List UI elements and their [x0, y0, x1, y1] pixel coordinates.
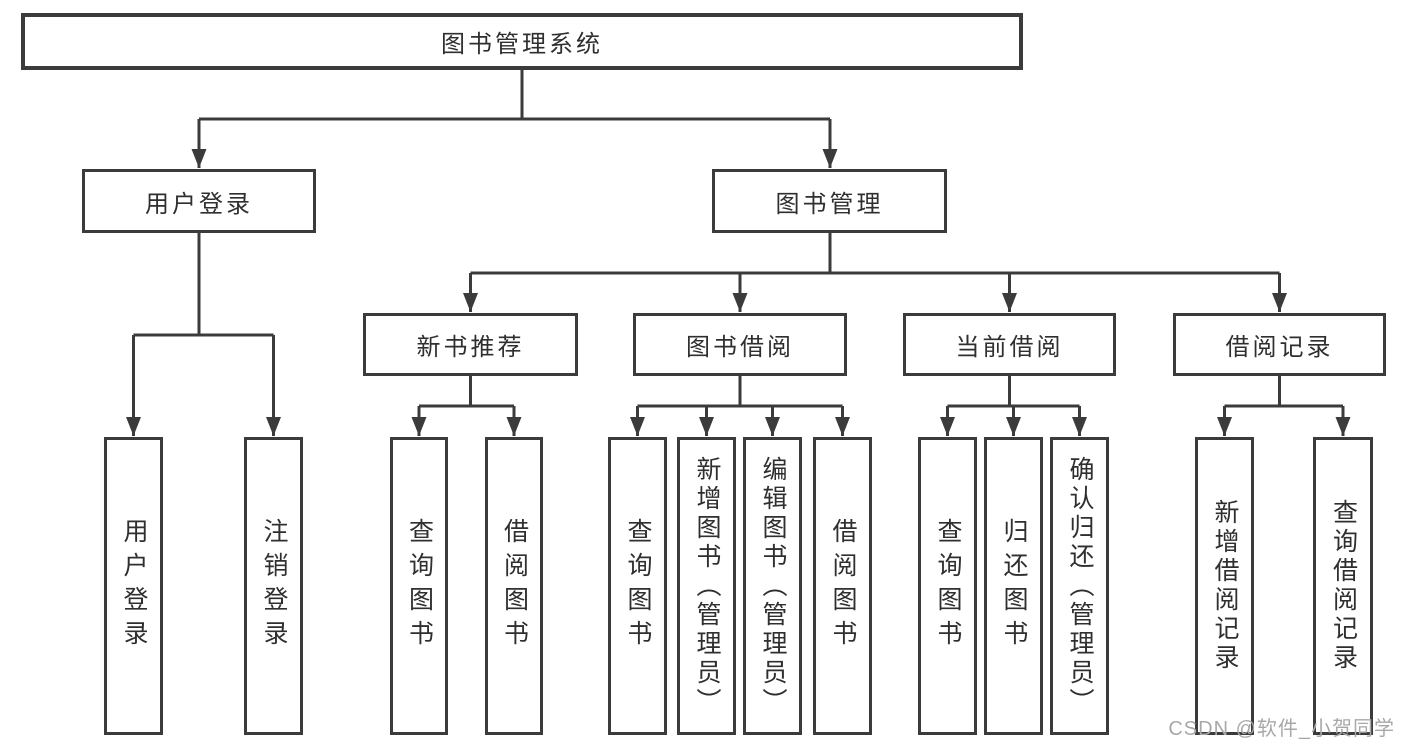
leaf-query-books-current: 查询图书 [918, 437, 977, 735]
node-label: 借阅图书 [829, 518, 857, 654]
node-label: 当前借阅 [955, 334, 1064, 361]
node-label: 查询借阅记录 [1329, 499, 1358, 673]
node-library-management-system: 图书管理系统 [21, 13, 1023, 70]
node-borrowing-records: 借阅记录 [1173, 313, 1386, 376]
leaf-borrow-books: 借阅图书 [813, 437, 872, 735]
node-label: 用户登录 [120, 518, 148, 654]
leaf-query-borrow-record: 查询借阅记录 [1313, 437, 1373, 735]
node-label: 新书推荐 [416, 334, 525, 361]
node-label: 新增图书（管理员） [693, 455, 721, 717]
leaf-borrow-books-recommend: 借阅图书 [485, 437, 543, 735]
leaf-add-borrow-record: 新增借阅记录 [1195, 437, 1254, 735]
node-label: 查询图书 [405, 518, 434, 654]
node-label: 图书借阅 [686, 334, 794, 361]
node-user-login: 用户登录 [82, 169, 316, 233]
node-label: 归还图书 [1000, 518, 1028, 654]
leaf-logout: 注销登录 [244, 437, 303, 735]
leaf-add-books-admin: 新增图书（管理员） [677, 437, 736, 735]
node-label: 图书管理 [775, 190, 884, 218]
node-label: 图书管理系统 [441, 31, 603, 58]
node-label: 确认归还（管理员） [1066, 455, 1094, 717]
node-label: 查询图书 [934, 518, 962, 654]
node-label: 查询图书 [624, 518, 652, 654]
node-new-book-recommendation: 新书推荐 [363, 313, 578, 376]
node-current-borrowing: 当前借阅 [903, 313, 1116, 376]
node-label: 借阅记录 [1225, 334, 1334, 361]
leaf-edit-books-admin: 编辑图书（管理员） [743, 437, 802, 735]
watermark: CSDN @软件_小贺同学 [1168, 718, 1395, 740]
leaf-user-login: 用户登录 [104, 437, 163, 735]
leaf-confirm-return-admin: 确认归还（管理员） [1050, 437, 1109, 735]
node-book-management: 图书管理 [712, 169, 947, 233]
node-label: 编辑图书（管理员） [759, 455, 787, 717]
leaf-query-books-borrowing: 查询图书 [608, 437, 667, 735]
node-label: 借阅图书 [500, 518, 529, 654]
leaf-query-books-recommend: 查询图书 [390, 437, 448, 735]
leaf-return-books: 归还图书 [984, 437, 1043, 735]
node-book-borrowing: 图书借阅 [633, 313, 847, 376]
node-label: 注销登录 [260, 518, 288, 654]
node-label: 新增借阅记录 [1211, 499, 1239, 673]
node-label: 用户登录 [145, 190, 253, 218]
